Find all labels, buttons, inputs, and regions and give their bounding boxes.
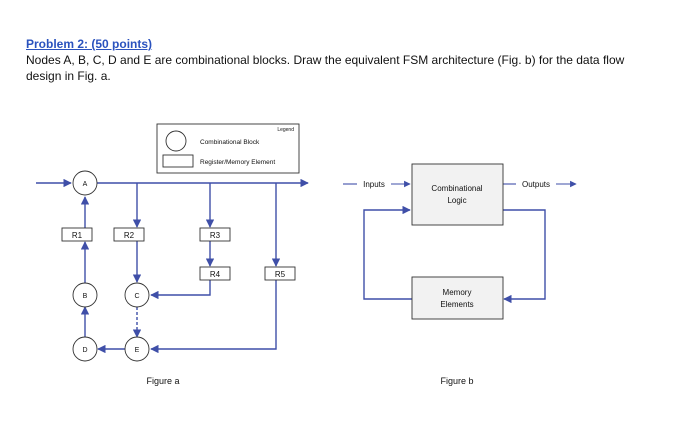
register-r2-label: R2 <box>124 231 135 240</box>
memory-label-line1: Memory <box>443 288 472 297</box>
node-c-label: C <box>134 293 139 300</box>
node-a: A <box>72 170 98 196</box>
legend-title: Legend <box>277 127 294 133</box>
node-d: D <box>72 336 98 362</box>
register-r3: R3 <box>199 227 231 242</box>
node-b: B <box>72 282 98 308</box>
memory-to-logic <box>363 205 412 300</box>
register-r1: R1 <box>61 227 93 242</box>
register-r3-label: R3 <box>210 231 221 240</box>
memory-label-line2: Elements <box>440 300 473 309</box>
node-e-label: E <box>135 347 140 354</box>
node-d-label: D <box>82 347 87 354</box>
register-r5-label: R5 <box>275 270 286 279</box>
figure-b-wires <box>343 180 577 304</box>
inputs-label: Inputs <box>363 180 385 189</box>
register-r5: R5 <box>264 266 296 281</box>
logic-to-memory <box>503 209 546 304</box>
node-c: C <box>124 282 150 308</box>
node-b-label: B <box>83 293 88 300</box>
legend-combinational-symbol <box>165 130 187 152</box>
logic-label-line1: Combinational <box>431 184 482 193</box>
problem-text: Nodes A, B, C, D and E are combinational… <box>26 53 625 83</box>
register-r4-label: R4 <box>210 270 221 279</box>
register-r1-label: R1 <box>72 231 83 240</box>
legend-register-label: Register/Memory Element <box>200 159 275 166</box>
register-r2: R2 <box>113 227 145 242</box>
node-a-label: A <box>83 181 88 188</box>
figure-b-caption: Figure b <box>440 376 473 386</box>
memory-elements-block: Memory Elements <box>411 276 504 320</box>
outputs-label: Outputs <box>522 180 550 189</box>
r5-to-e <box>150 280 277 354</box>
node-e: E <box>124 336 150 362</box>
legend: Legend Combinational Block Register/Memo… <box>156 123 300 174</box>
register-r4: R4 <box>199 266 231 281</box>
legend-register-symbol <box>162 154 194 168</box>
logic-label-line2: Logic <box>447 196 466 205</box>
legend-combinational-label: Combinational Block <box>200 139 260 146</box>
r4-to-c <box>150 280 211 300</box>
figure-a-caption: Figure a <box>146 376 179 386</box>
problem-title: Problem 2: (50 points) <box>26 37 153 51</box>
figure-a-wires <box>36 178 309 354</box>
combinational-logic-block: Combinational Logic <box>411 163 504 226</box>
